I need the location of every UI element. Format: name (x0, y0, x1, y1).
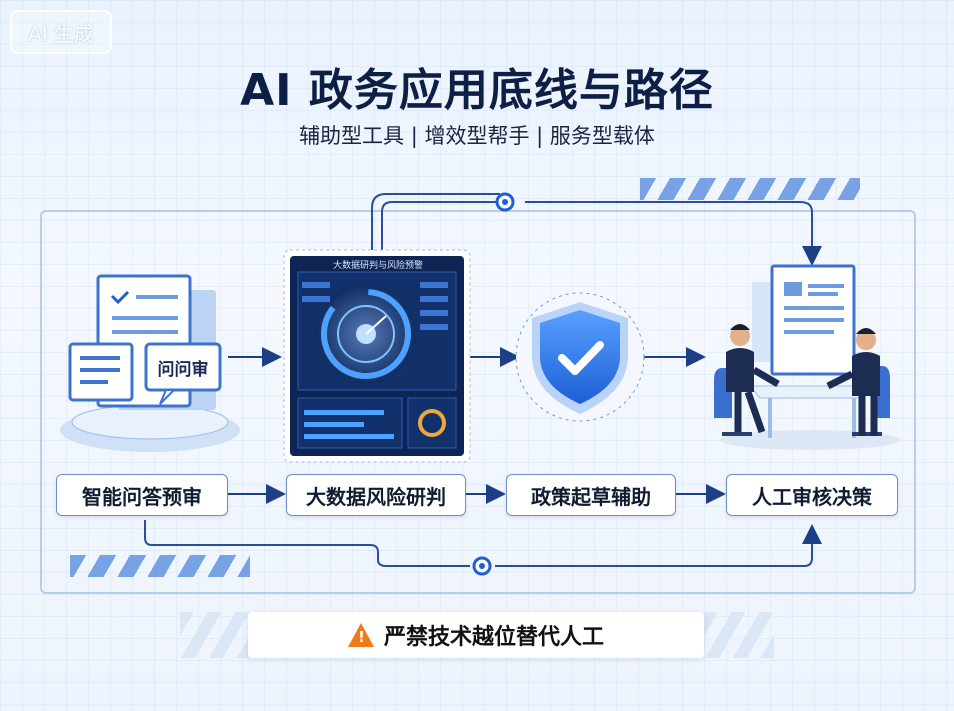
warning-triangle-icon: ! (347, 623, 374, 647)
step-label-policy-drafting: 政策起草辅助 (506, 474, 676, 516)
top-loop-connector (371, 193, 822, 266)
qa-bubble-text: 问问审 (157, 360, 209, 380)
dashboard-screen-title: 大数据研判与风险预警 (332, 261, 423, 271)
step-label-manual-review: 人工审核决策 (726, 474, 898, 516)
step-label-qa-pre-review: 智能问答预审 (56, 474, 228, 516)
bottom-loop-connector (144, 520, 822, 567)
warning-text: 严禁技术越位替代人工 (383, 625, 604, 650)
ai-generated-badge: AI 生成 (10, 10, 112, 54)
warning-banner: ! 严禁技术越位替代人工 (248, 612, 704, 658)
document-chat-icon (60, 274, 240, 452)
flow-frame (40, 210, 916, 594)
page-subtitle: 辅助型工具 | 增效型帮手 | 服务型载体 (299, 124, 655, 148)
decor-stripes-bottom (70, 555, 250, 577)
decor-stripes-top (640, 178, 860, 200)
decor-stripes-warning-right (704, 612, 774, 658)
shield-check-icon (515, 292, 645, 422)
decor-stripes-warning-left (180, 612, 250, 658)
meeting-people-icon (714, 264, 900, 450)
dashboard-screen-icon (283, 249, 471, 463)
step-label-big-data-risk: 大数据风险研判 (286, 474, 466, 516)
page-title: AI 政务应用底线与路径 (240, 65, 714, 116)
